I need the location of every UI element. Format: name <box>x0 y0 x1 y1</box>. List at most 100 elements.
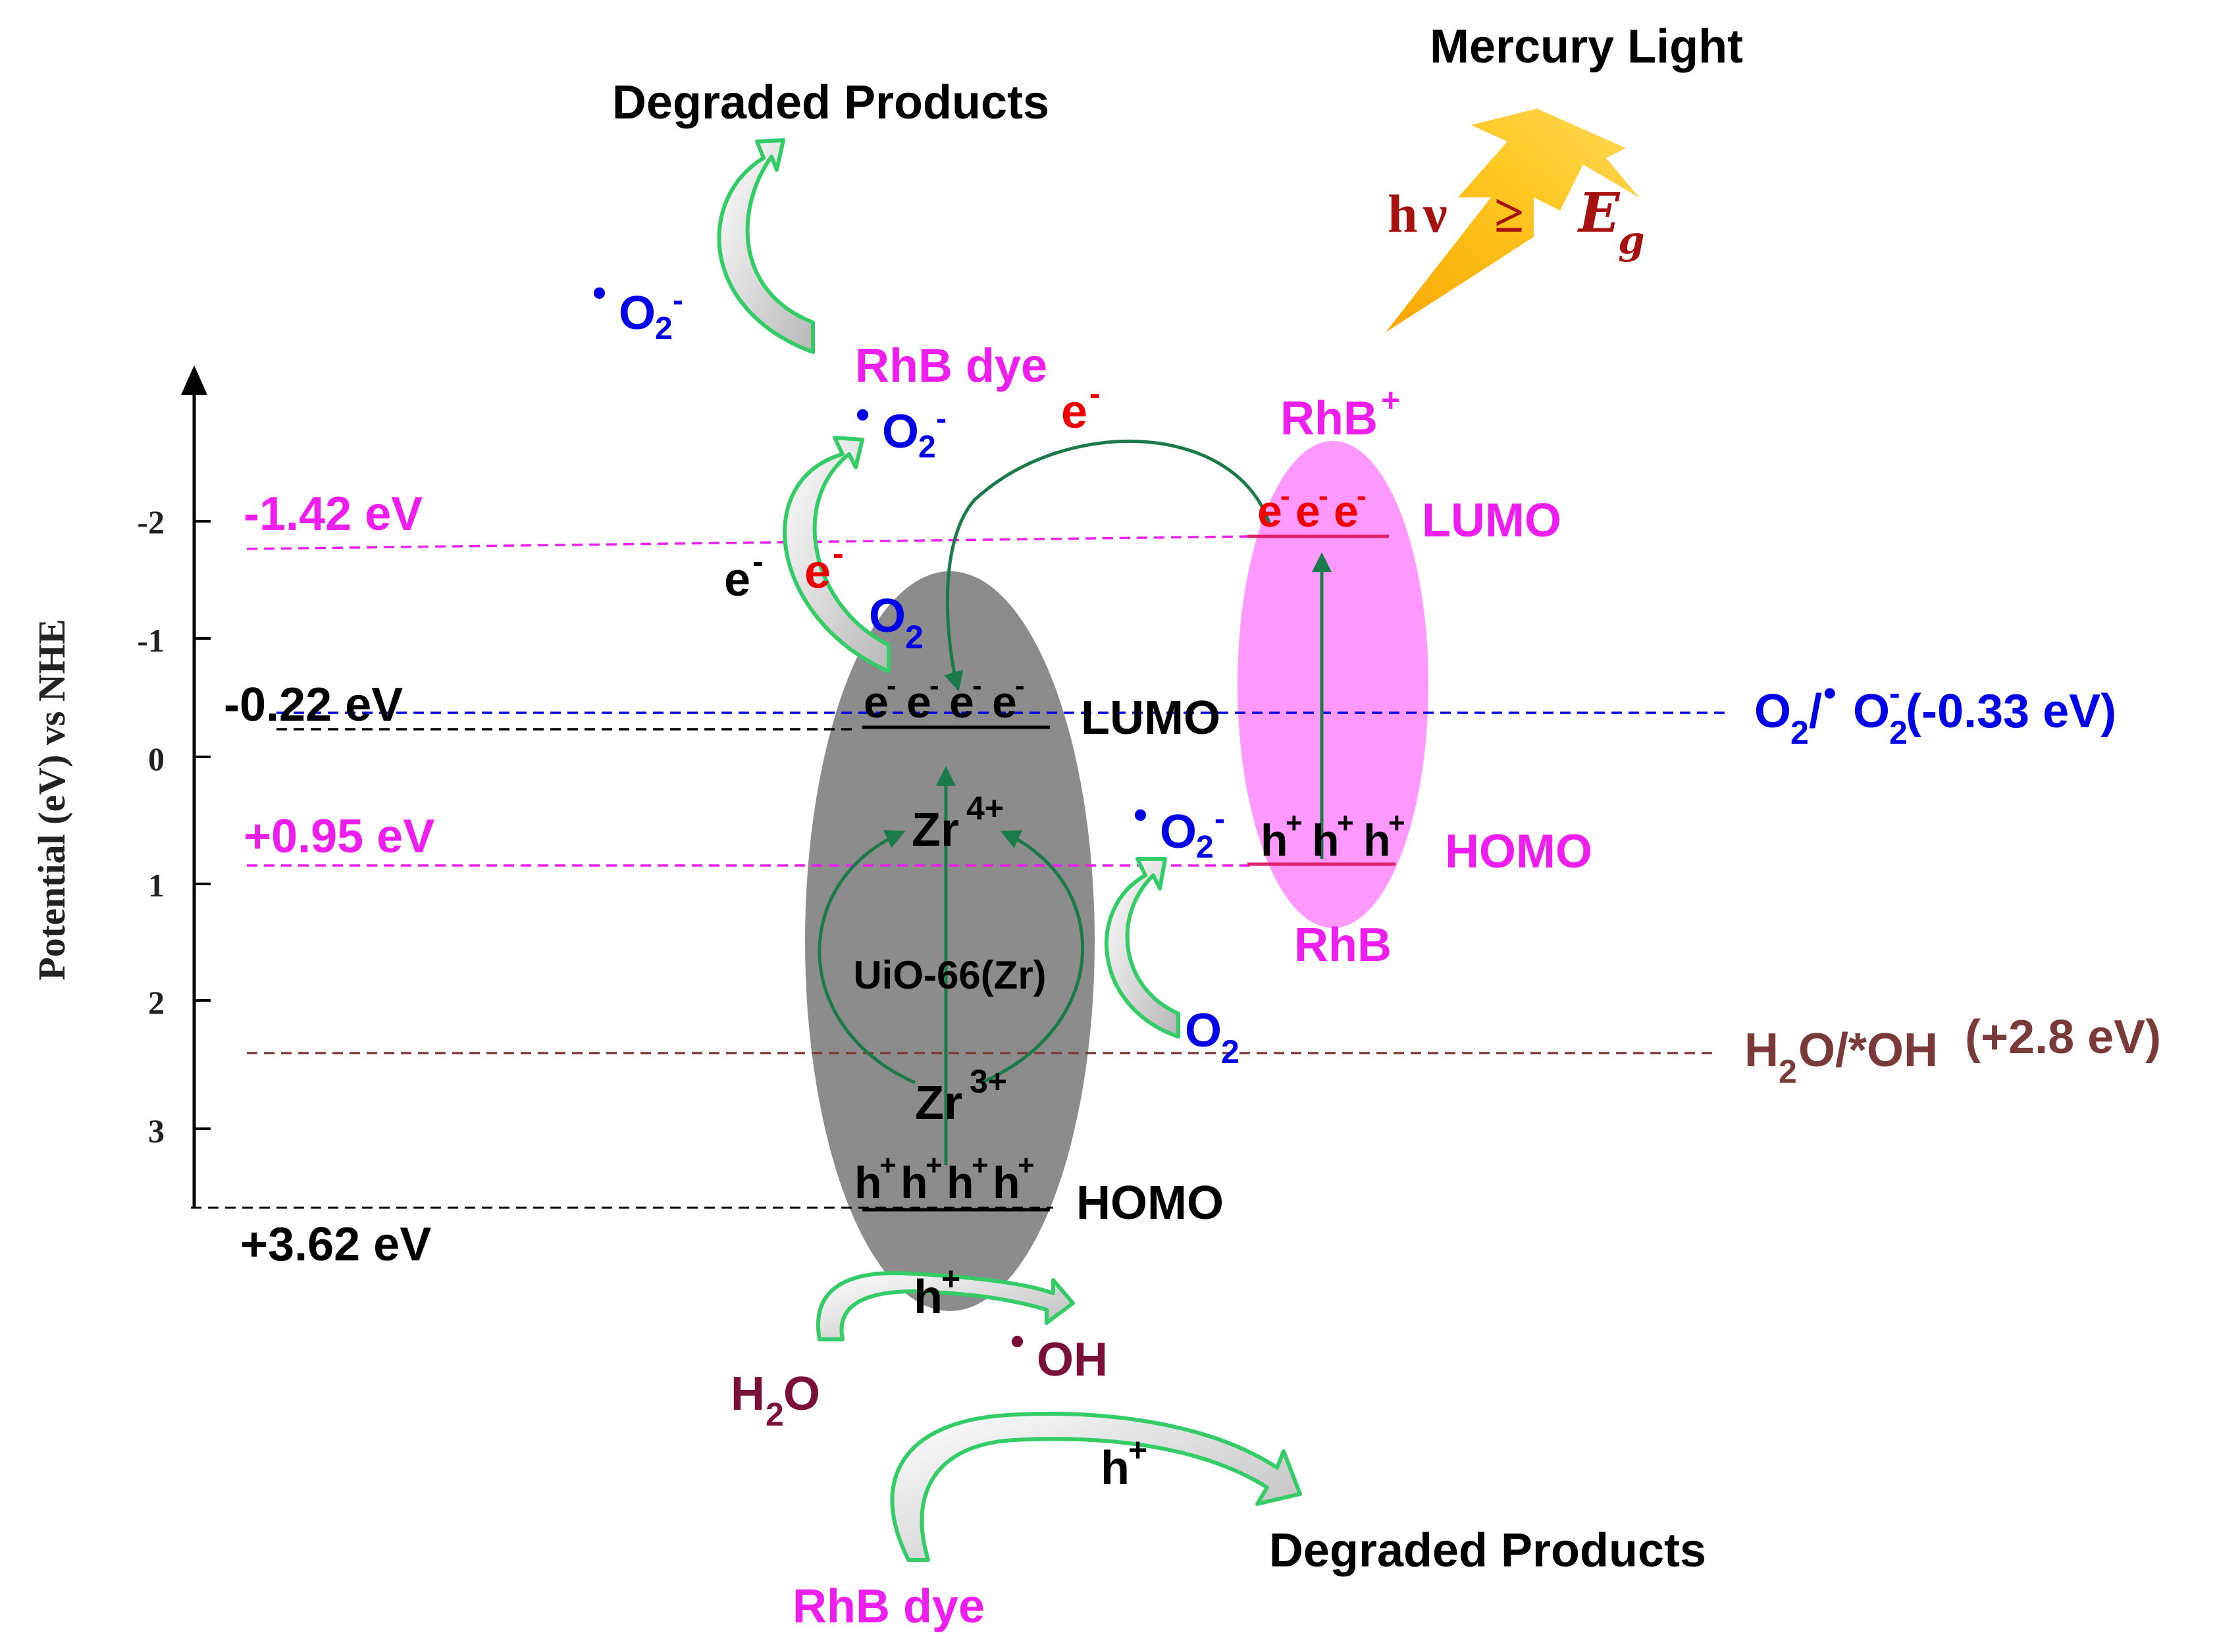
svg-text:-: - <box>673 283 683 318</box>
top-degradation-arrow <box>717 138 815 354</box>
svg-text:+: + <box>1128 1432 1147 1468</box>
lightning-bolt-icon <box>1386 109 1639 332</box>
svg-text:+: + <box>879 1149 897 1181</box>
tick-label: 3 <box>148 1112 165 1149</box>
tick-label: -2 <box>137 503 165 540</box>
svg-text:O: O <box>1185 1004 1222 1057</box>
svg-text:-: - <box>929 669 939 702</box>
svg-text:-: - <box>752 543 764 580</box>
rhb-electrons: e - e - e - <box>1257 480 1367 536</box>
svg-text:(-0.33 eV): (-0.33 eV) <box>1906 685 2116 738</box>
electron-labels-left: e - e - <box>724 535 844 606</box>
svg-text:+: + <box>972 1149 989 1181</box>
rhb-lumo-label: LUMO <box>1422 494 1561 547</box>
uio-holes: h + h + h + h + <box>854 1149 1035 1208</box>
o2-reduction-arrow-right <box>1105 857 1180 1039</box>
tick-label: 2 <box>148 984 165 1021</box>
superoxide-radical-right: • O 2 - <box>1134 792 1225 865</box>
superoxide-radical-upper: • O 2 - <box>592 271 683 346</box>
svg-text:(+2.8 eV): (+2.8 eV) <box>1965 1011 2161 1064</box>
rhb-dye-top-label: RhB dye <box>855 340 1047 392</box>
uio-electrons: e - e - e - e - <box>864 669 1025 727</box>
svg-text:h: h <box>1312 815 1340 865</box>
planck-h: h <box>1388 184 1418 244</box>
svg-text:+: + <box>1018 1149 1035 1181</box>
axis-tick-marks <box>194 520 211 1130</box>
svg-text:/: / <box>1809 685 1822 738</box>
hydroxyl-radical-label: • OH <box>1010 1319 1108 1386</box>
svg-text:+: + <box>941 1260 960 1297</box>
rhb-cation-label: RhB + <box>1280 382 1400 445</box>
svg-text:h: h <box>914 1271 943 1324</box>
svg-text:2: 2 <box>1889 714 1908 751</box>
svg-text:e: e <box>906 677 931 727</box>
svg-text:e: e <box>992 677 1017 727</box>
uio-lumo-label: LUMO <box>1081 692 1220 744</box>
svg-text:h: h <box>1261 815 1288 865</box>
svg-text:Zr: Zr <box>915 1077 962 1129</box>
svg-text:h: h <box>1101 1442 1130 1495</box>
svg-text:2: 2 <box>766 1396 784 1433</box>
o2-reduction-arrow-left <box>783 436 891 673</box>
o2-redox-couple-label: O 2 / • O 2 - (-0.33 eV) <box>1754 672 2116 751</box>
degraded-products-bottom-label: Degraded Products <box>1269 1524 1706 1577</box>
tick-label: 0 <box>148 740 165 777</box>
svg-text:e: e <box>949 677 974 727</box>
svg-text:O: O <box>783 1368 820 1420</box>
bottom-degradation-arrow <box>890 1412 1302 1562</box>
svg-text:-: - <box>1889 675 1900 711</box>
svg-text:-: - <box>1015 669 1025 702</box>
svg-text:-: - <box>1089 375 1101 412</box>
svg-text:2: 2 <box>1221 1033 1239 1070</box>
svg-text:H: H <box>1744 1024 1779 1077</box>
svg-text:O/*OH: O/*OH <box>1798 1024 1938 1077</box>
svg-text:e: e <box>1334 486 1359 536</box>
svg-text:h: h <box>900 1158 928 1208</box>
degraded-products-top-label: Degraded Products <box>612 76 1049 129</box>
svg-text:e: e <box>724 554 750 606</box>
svg-text:h: h <box>1363 815 1391 865</box>
light-source-label: Mercury Light <box>1430 20 1743 73</box>
zr3-label: Zr 3+ <box>915 1063 1007 1129</box>
svg-text:Zr: Zr <box>912 804 959 856</box>
svg-text:•: • <box>856 392 870 436</box>
svg-text:3+: 3+ <box>970 1063 1007 1100</box>
superoxide-radical-middle: • O 2 - <box>856 392 947 465</box>
svg-text:e: e <box>1295 486 1320 536</box>
svg-text:•: • <box>1010 1319 1024 1363</box>
svg-text:h: h <box>947 1158 974 1208</box>
svg-text:-: - <box>833 535 844 572</box>
svg-text:•: • <box>1134 792 1147 837</box>
uio-66-label: UiO-66(Zr) <box>853 953 1046 997</box>
svg-text:-: - <box>887 669 897 702</box>
uio-homo-energy: +3.62 eV <box>240 1218 431 1271</box>
hole-label-uio-bottom: h + <box>914 1260 960 1324</box>
svg-text:-: - <box>1280 480 1290 512</box>
axis-label: Potential (eV) vs NHE <box>30 619 73 980</box>
svg-text:4+: 4+ <box>966 790 1004 827</box>
tick-label: -1 <box>137 622 165 659</box>
rhb-homo-energy: +0.95 eV <box>244 810 434 863</box>
svg-text:h: h <box>854 1158 882 1208</box>
nu-symbol: ν <box>1422 184 1448 244</box>
tick-label: 1 <box>148 867 165 904</box>
svg-text:e: e <box>864 677 889 727</box>
rhb-holes: h + h + h + <box>1261 807 1405 865</box>
h2o-oh-couple-label: H 2 O/*OH (+2.8 eV) <box>1744 1011 2161 1090</box>
rhb-band-ellipse <box>1238 441 1428 928</box>
svg-text:-: - <box>1357 480 1367 512</box>
svg-text:2: 2 <box>918 430 936 465</box>
svg-text:+: + <box>1381 382 1400 419</box>
svg-text:+: + <box>926 1149 943 1181</box>
svg-text:O: O <box>1160 806 1197 858</box>
svg-text:h: h <box>993 1158 1020 1208</box>
uio-homo-label: HOMO <box>1076 1177 1224 1229</box>
svg-text:e: e <box>1061 386 1087 438</box>
photon-energy-condition: h ν ≥ E g <box>1388 182 1645 263</box>
reaction-curved-arrows <box>717 138 1302 1562</box>
rhb-dye-bottom-label: RhB dye <box>793 1580 985 1633</box>
svg-text:e: e <box>804 546 831 598</box>
water-oxidation-arrow <box>816 1271 1075 1341</box>
electron-transfer-label: e - <box>1061 375 1101 438</box>
charge-transfer-arrows <box>818 440 1332 1165</box>
